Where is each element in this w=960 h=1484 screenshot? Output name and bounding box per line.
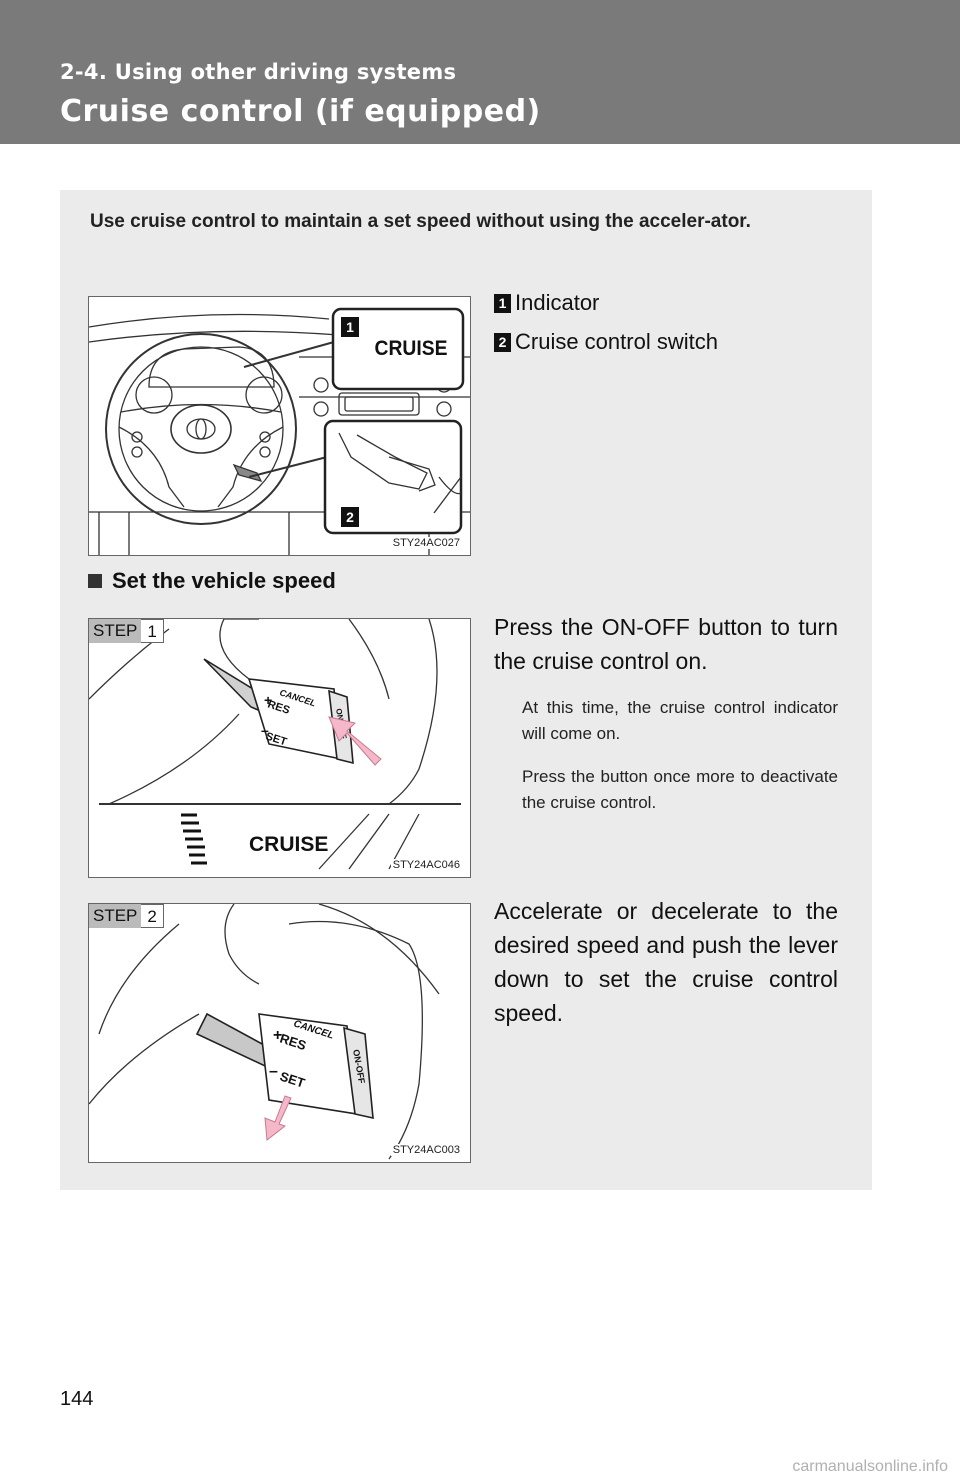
legend-item-switch: 2 Cruise control switch [494, 329, 718, 355]
figure-code: STY24AC027 [390, 537, 462, 549]
subheading: Set the vehicle speed [88, 568, 336, 594]
section-label: 2-4. Using other driving systems [60, 60, 457, 84]
minus-icon: – [269, 1063, 278, 1080]
legend-label: Cruise control switch [515, 329, 718, 354]
cruise-indicator-label: CRUISE [375, 337, 448, 360]
step-1-note-1: At this time, the cruise control indicat… [522, 698, 838, 743]
watermark: carmanualsonline.info [792, 1458, 948, 1475]
step-2-figure: CANCEL RES SET ON-OFF + – STEP 2 STY24AC… [88, 903, 471, 1163]
step-number: 1 [141, 619, 164, 643]
step-number: 2 [141, 904, 164, 928]
subheading-text: Set the vehicle speed [112, 568, 336, 593]
page-title: Cruise control (if equipped) [60, 94, 541, 129]
legend-number: 1 [494, 293, 511, 313]
step-word: STEP [89, 904, 142, 928]
legend-label: Indicator [515, 290, 600, 315]
page-header: 2-4. Using other driving systems Cruise … [0, 0, 960, 144]
step-2-tag: STEP 2 [89, 904, 164, 928]
intro-text: Use cruise control to maintain a set spe… [90, 211, 751, 232]
legend-item-indicator: 1 Indicator [494, 290, 599, 316]
figure-code: STY24AC046 [390, 859, 462, 871]
callout-2-number: 2 [346, 509, 354, 525]
callout-1-number: 1 [346, 319, 354, 335]
steering-wheel-illustration: 1 CRUISE 2 [89, 307, 470, 555]
plus-icon: + [264, 692, 272, 708]
lever-set-illustration: CANCEL RES SET ON-OFF + – [89, 904, 440, 1160]
lever-onoff-illustration: CANCEL RES SET ON-OFF + – CRUISE [89, 619, 461, 870]
step-1-note-2: Press the button once more to deactivate… [522, 767, 838, 812]
push-down-arrow-icon [264, 1095, 292, 1141]
step-1-tag: STEP 1 [89, 619, 164, 643]
figure-code: STY24AC003 [390, 1144, 462, 1156]
step-word: STEP [89, 619, 142, 643]
step-2-text: Accelerate or decelerate to the desired … [494, 898, 838, 1026]
overview-figure: 1 CRUISE 2 STY24AC027 [88, 296, 471, 556]
page-number: 144 [60, 1388, 94, 1410]
minus-icon: – [261, 722, 269, 738]
step-1-figure: CANCEL RES SET ON-OFF + – CRUISE STEP 1 … [88, 618, 471, 878]
plus-icon: + [273, 1027, 282, 1044]
step-1-text: Press the ON-OFF button to turn the crui… [494, 614, 838, 674]
square-bullet-icon [88, 574, 102, 588]
legend-number: 2 [494, 332, 511, 352]
lever-set-label: SET [278, 1069, 307, 1091]
push-arrow-icon [328, 716, 382, 766]
cruise-indicator-label: CRUISE [249, 833, 328, 856]
